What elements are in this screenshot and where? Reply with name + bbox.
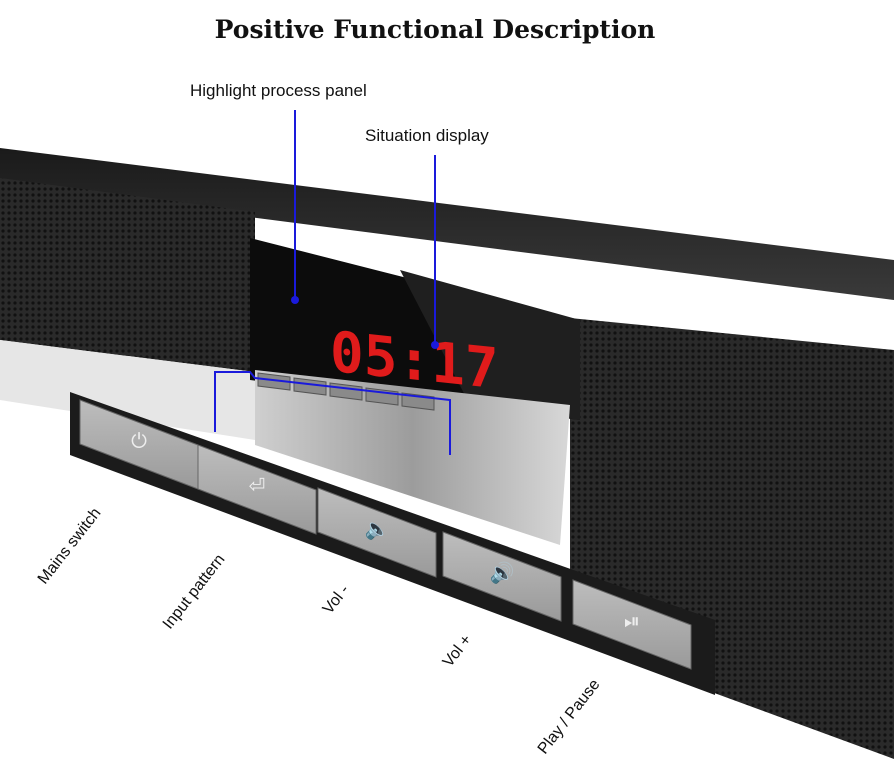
callout-display-dot	[431, 341, 439, 349]
button-face[interactable]	[572, 579, 692, 670]
display-reflection	[400, 270, 580, 420]
button-label: Input pattern	[160, 551, 229, 632]
power-icon: ⏻	[131, 431, 147, 453]
volume-down-icon: 🔈	[365, 519, 390, 541]
button-face[interactable]	[197, 444, 317, 535]
callout-panel-label: Highlight process panel	[190, 81, 367, 100]
button-input-pattern[interactable]: ⏎	[197, 444, 317, 535]
left-grille	[0, 178, 255, 372]
button-vol[interactable]: 🔈	[317, 487, 437, 578]
grille-bottom	[0, 340, 255, 440]
volume-up-icon: 🔊	[490, 561, 515, 585]
right-grille	[570, 318, 894, 759]
button-label: Play / Pause	[535, 676, 604, 757]
play-pause-icon: ⏯	[624, 611, 640, 633]
page-title: Positive Functional Description	[215, 15, 656, 44]
button-label: Mains switch	[35, 505, 105, 588]
callout-buttons-bracket	[214, 371, 451, 455]
callout-display-label: Situation display	[365, 126, 489, 145]
button-label: Vol -	[320, 582, 353, 618]
button-face[interactable]	[442, 531, 562, 622]
button-play-pause[interactable]: ⏯	[572, 579, 692, 670]
button-face[interactable]	[317, 487, 437, 578]
callout-panel-dot	[291, 296, 299, 304]
brushed-metal-panel	[255, 370, 570, 545]
button-label: Vol +	[440, 632, 476, 671]
input-icon: ⏎	[249, 476, 266, 498]
button-vol[interactable]: 🔊	[442, 531, 562, 622]
soundbar-top	[0, 148, 894, 300]
